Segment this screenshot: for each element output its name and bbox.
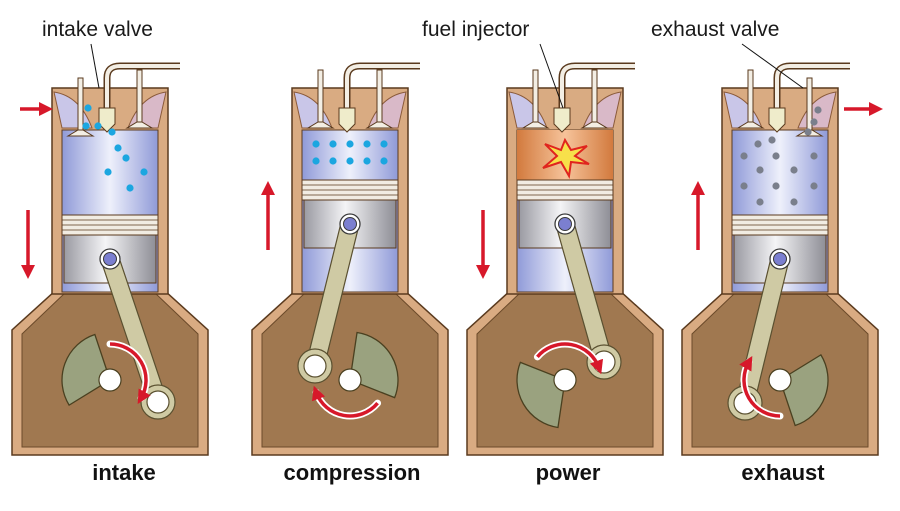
exhaust-particle	[790, 198, 798, 206]
crank-pin	[146, 390, 170, 414]
intake-valve-stem	[317, 69, 324, 127]
fuel-droplet	[126, 184, 134, 192]
fuel-droplet	[329, 157, 337, 165]
crankshaft-main	[338, 368, 362, 392]
fuel-droplet	[380, 140, 388, 148]
crank-web	[516, 361, 566, 429]
crank-pin	[303, 354, 327, 378]
engine-exhaust	[681, 62, 883, 456]
exhaust-particle	[754, 140, 762, 148]
fuel-droplet	[380, 157, 388, 165]
exhaust-particle	[772, 182, 780, 190]
callout-fuel-injector: fuel injector	[422, 18, 530, 41]
intake-valve-head	[521, 121, 550, 129]
engine-intake	[11, 62, 209, 456]
fuel-line	[345, 64, 420, 110]
wrist-pin	[343, 217, 357, 231]
fuel-line	[775, 64, 850, 110]
explosion-icon	[542, 137, 590, 180]
fuel-droplet	[140, 168, 148, 176]
engine-compression	[251, 62, 449, 456]
stroke-label-power: power	[535, 460, 601, 485]
exhaust-particle	[740, 152, 748, 160]
exhaust-particle	[810, 118, 818, 126]
fuel-droplet	[329, 140, 337, 148]
crank-web	[349, 331, 399, 399]
fuel-line	[560, 64, 635, 110]
exhaust-particle	[804, 128, 812, 136]
fuel-line	[105, 64, 180, 110]
fuel-droplet	[346, 140, 354, 148]
rotation-arrow-icon	[109, 342, 151, 405]
exhaust-particle	[810, 152, 818, 160]
exhaust-valve-head	[365, 121, 394, 129]
exhaust-valve-head	[125, 121, 154, 129]
fuel-droplet	[346, 157, 354, 165]
exhaust-valve-head	[580, 121, 609, 129]
exhaust-valve-stem	[376, 69, 383, 127]
fuel-injector	[338, 107, 356, 133]
crank-web	[61, 333, 111, 407]
intake-valve-head	[66, 129, 95, 137]
wrist-pin	[773, 252, 787, 266]
fuel-droplet	[82, 122, 90, 130]
exhaust-valve-stem	[591, 69, 598, 127]
stroke-label-compression: compression	[283, 460, 421, 485]
callout-exhaust-valve: exhaust valve	[651, 18, 780, 41]
exhaust-particle	[814, 106, 822, 114]
intake-valve-stem	[77, 77, 84, 135]
stroke-label-intake: intake	[92, 460, 156, 485]
rotation-arrow-icon	[739, 355, 781, 418]
intake-valve-stem	[532, 69, 539, 127]
exhaust-particle	[772, 152, 780, 160]
intake-valve-head	[306, 121, 335, 129]
exhaust-particle	[740, 182, 748, 190]
crankshaft-main	[553, 368, 577, 392]
fuel-droplet	[122, 154, 130, 162]
leader-exhaust-valve	[741, 43, 804, 89]
fuel-injector	[768, 107, 786, 133]
fuel-droplet	[104, 168, 112, 176]
exhaust-particle	[768, 136, 776, 144]
engine-power	[466, 62, 664, 456]
crank-web	[779, 353, 829, 427]
wrist-pin	[103, 252, 117, 266]
wrist-pin	[558, 217, 572, 231]
fuel-droplet	[312, 157, 320, 165]
exhaust-valve-stem	[136, 69, 143, 127]
leader-intake-valve	[90, 43, 100, 89]
fuel-injector	[98, 107, 116, 133]
crankshaft-main	[768, 368, 792, 392]
fuel-injector	[553, 107, 571, 133]
exhaust-particle	[756, 198, 764, 206]
crankshaft-main	[98, 368, 122, 392]
stroke-label-exhaust: exhaust	[741, 460, 825, 485]
intake-valve-head	[736, 121, 765, 129]
fuel-droplet	[84, 104, 92, 112]
fuel-droplet	[363, 140, 371, 148]
exhaust-particle	[790, 166, 798, 174]
fuel-droplet	[363, 157, 371, 165]
fuel-droplet	[108, 128, 116, 136]
exhaust-valve-stem	[806, 77, 813, 135]
exhaust-particle	[756, 166, 764, 174]
exhaust-particle	[810, 182, 818, 190]
fuel-droplet	[94, 122, 102, 130]
intake-valve-stem	[747, 69, 754, 127]
callout-intake-valve: intake valve	[42, 18, 153, 41]
fuel-droplet	[312, 140, 320, 148]
fuel-droplet	[114, 144, 122, 152]
rotation-arrow-icon	[536, 342, 604, 375]
leader-fuel-injector	[539, 43, 564, 109]
rotation-arrow-icon	[311, 385, 379, 418]
